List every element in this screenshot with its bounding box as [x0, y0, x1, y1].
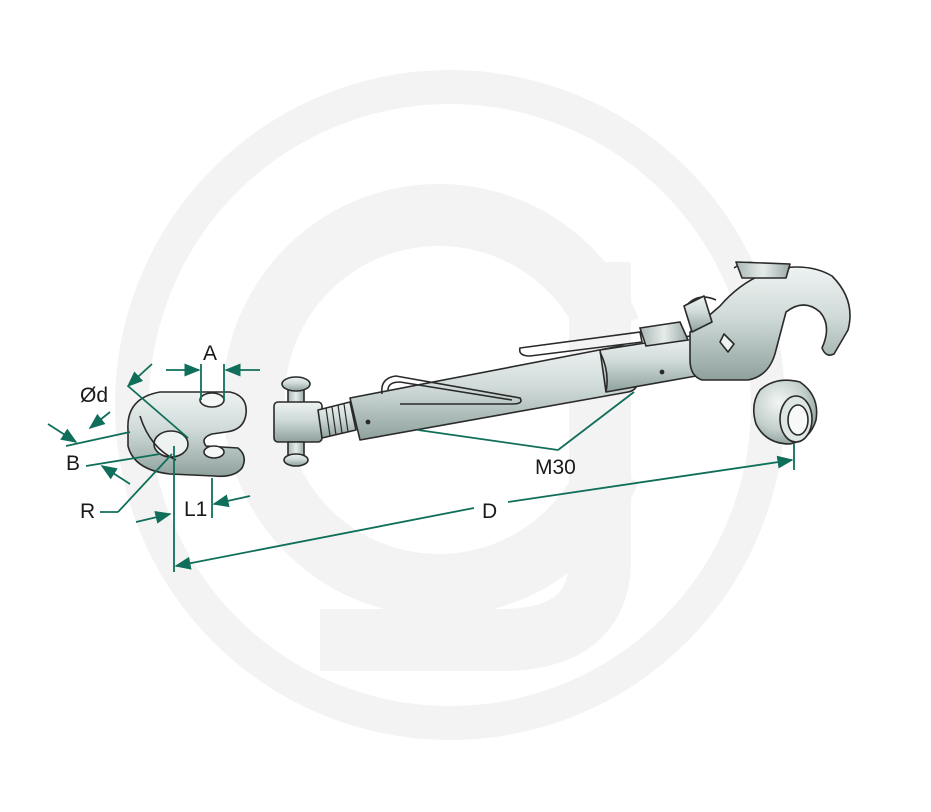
lock-bracket [380, 321, 690, 405]
label-od: Ød [80, 384, 108, 407]
label-r: R [80, 500, 95, 523]
label-a: A [203, 342, 217, 365]
label-l1: L1 [184, 498, 207, 521]
label-d: D [482, 500, 497, 523]
threaded-rod [317, 401, 357, 439]
label-m30: M30 [535, 456, 576, 479]
label-b: B [66, 452, 80, 475]
ball-pin [273, 376, 323, 467]
hook-end [683, 261, 851, 381]
dimension-lines [47, 363, 795, 572]
loose-ball [752, 379, 818, 445]
main-tube [349, 335, 697, 441]
